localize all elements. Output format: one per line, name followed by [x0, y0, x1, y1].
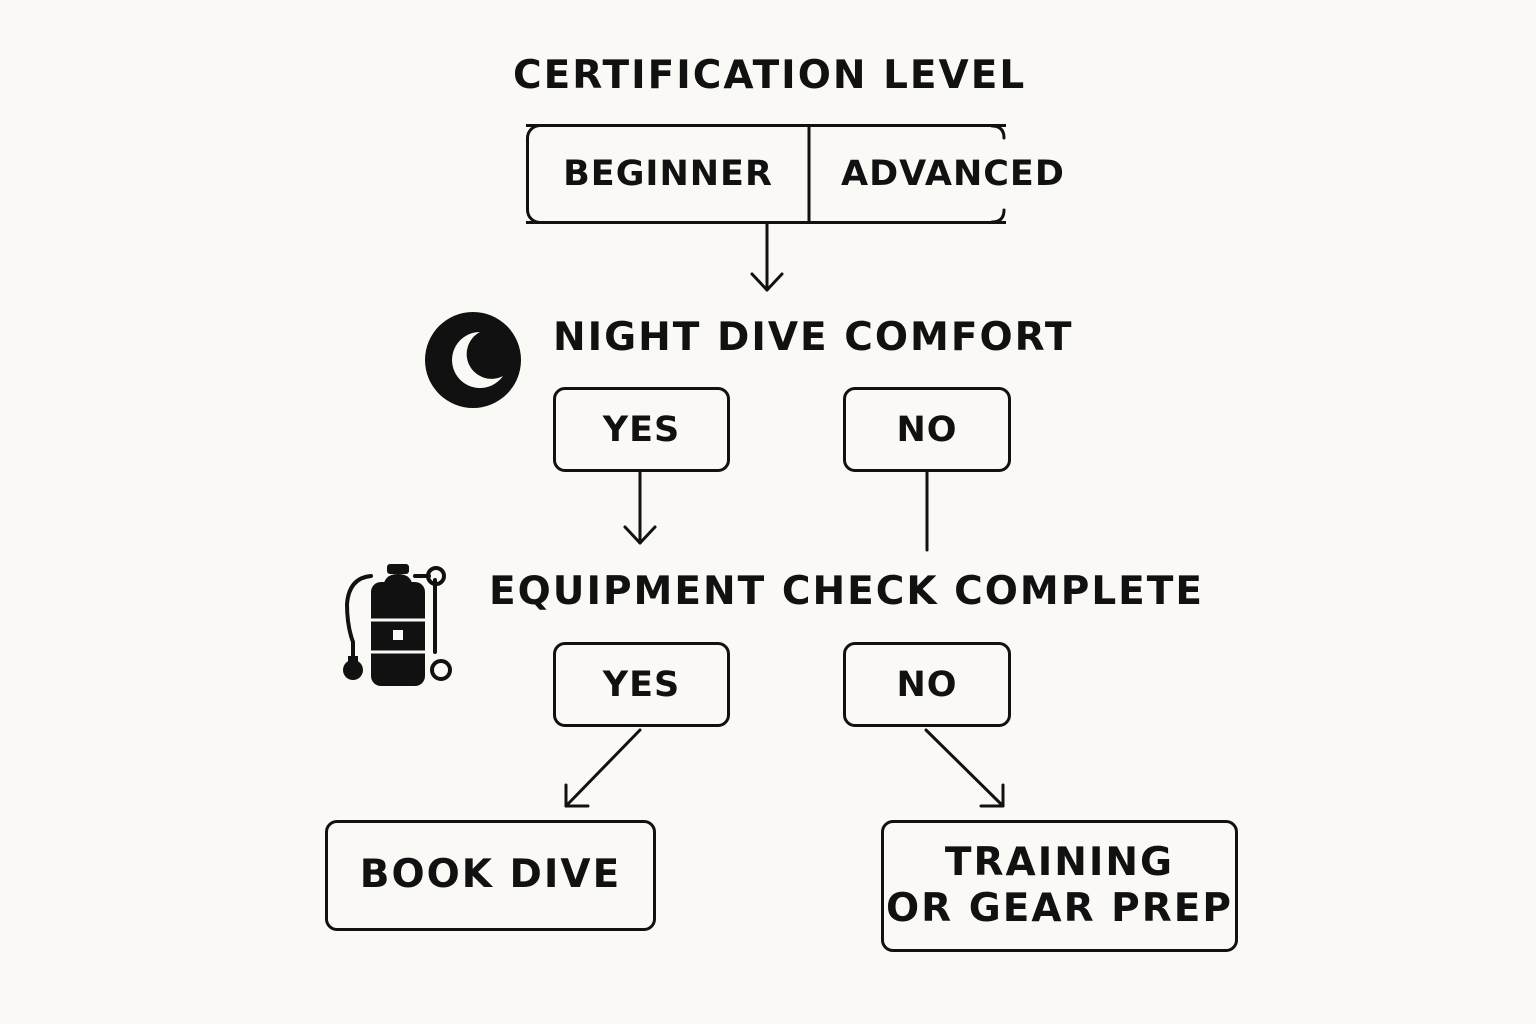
connector-equipment-yes-to-book — [564, 728, 642, 808]
moon-icon — [425, 312, 521, 408]
arrowhead-certification — [750, 272, 784, 292]
equipment-yes-button[interactable]: YES — [553, 642, 730, 727]
certification-option-advanced[interactable]: ADVANCED — [841, 154, 1065, 194]
arrowhead-equipment-no — [979, 783, 1005, 808]
training-label-line1: TRAINING — [944, 839, 1175, 885]
training-or-gear-prep-button[interactable]: TRAINING OR GEAR PREP — [881, 820, 1238, 952]
certification-level-heading: CERTIFICATION LEVEL — [513, 53, 1027, 98]
connector-equipment-no-to-training — [924, 728, 1005, 808]
night-dive-comfort-heading: NIGHT DIVE COMFORT — [553, 315, 1074, 360]
arrowhead-equipment-yes — [564, 783, 590, 808]
arrowhead-night-yes — [623, 525, 657, 545]
training-label-line2: OR GEAR PREP — [885, 886, 1234, 931]
book-dive-button[interactable]: BOOK DIVE — [325, 820, 656, 931]
night-dive-no-button[interactable]: NO — [843, 387, 1011, 472]
night-dive-yes-button[interactable]: YES — [553, 387, 730, 472]
scuba-tank-icon — [343, 564, 452, 686]
equipment-no-button[interactable]: NO — [843, 642, 1011, 727]
equipment-check-heading: EQUIPMENT CHECK COMPLETE — [489, 569, 1205, 614]
certification-option-beginner[interactable]: BEGINNER — [563, 154, 773, 194]
